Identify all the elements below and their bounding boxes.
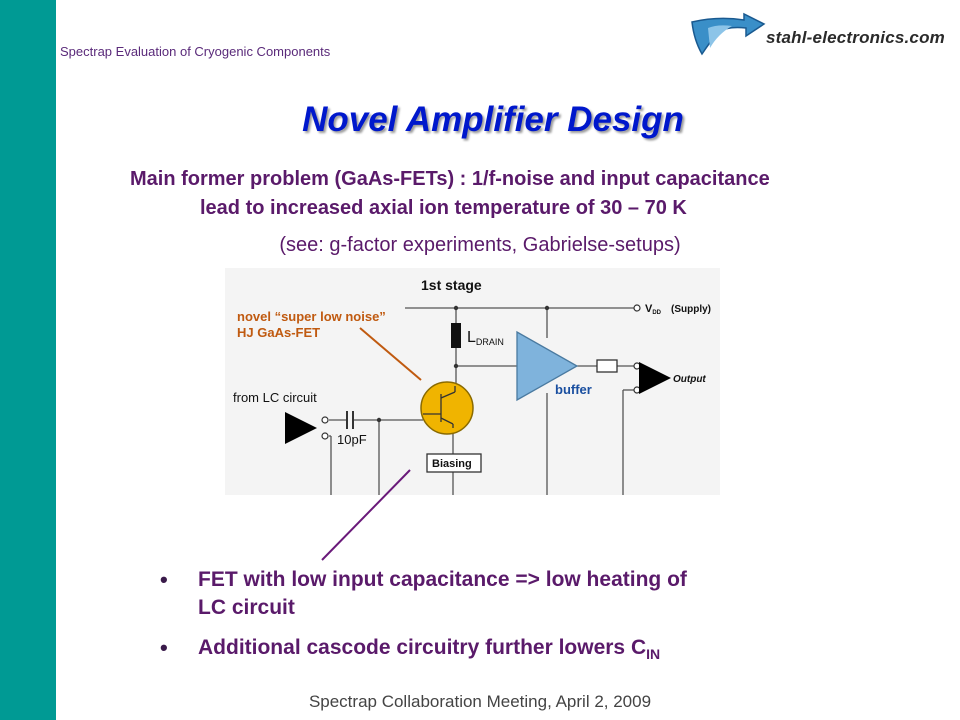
cap-label: 10pF [337,432,367,447]
ldrain-label: L [467,329,476,346]
vdd-sub: DD [652,310,661,316]
ldrain-sub: DRAIN [476,337,504,347]
bullet-2-text: Additional cascode circuitry further low… [198,636,647,659]
footer: Spectrap Collaboration Meeting, April 2,… [308,692,652,711]
bullet-item: • Additional cascode circuitry further l… [160,634,860,668]
logo-mark-icon [691,12,766,56]
bullet-list: • FET with low input capacitance => low … [160,566,860,680]
vdd-label: V [645,303,653,315]
output-label: Output [673,374,706,385]
supply-label: (Supply) [671,304,711,315]
biasing-box [426,453,482,473]
svg-text:VDD: VDD [645,303,662,316]
slide-title: Novel Amplifier Design [302,100,684,139]
bullet-1-line-2: LC circuit [198,596,295,619]
fet-label-2: HJ GaAs-FET [237,325,320,340]
biasing-label: Biasing [432,458,472,470]
problem-line-1: Main former problem (GaAs-FETs) : 1/f-no… [130,168,770,190]
svg-text:LDRAIN: LDRAIN [467,329,504,347]
bullet-item: • FET with low input capacitance => low … [160,566,860,622]
bullet-2-sub: IN [646,646,661,663]
problem-line-2: lead to increased axial ion temperature … [200,197,687,219]
company-logo: stahl-electronics.com [688,10,958,60]
bullet-dot-icon: • [160,635,168,660]
bullet-1-line-1: FET with low input capacitance => low he… [198,568,687,591]
amplifier-circuit-diagram: 1st stage novel “super low noise” HJ GaA… [225,268,720,495]
logo-text: stahl-electronics.com [766,28,945,47]
pointer-line [321,469,411,561]
input-label: from LC circuit [233,390,317,405]
bullet-dot-icon: • [160,567,168,592]
stage-label: 1st stage [421,277,482,293]
reference-note: (see: g-factor experiments, Gabrielse-se… [279,234,681,256]
header-subtitle: Spectrap Evaluation of Cryogenic Compone… [60,44,331,59]
fet-label-1: novel “super low noise” [237,309,386,324]
sidebar-band [0,0,56,720]
buffer-label: buffer [555,382,592,397]
